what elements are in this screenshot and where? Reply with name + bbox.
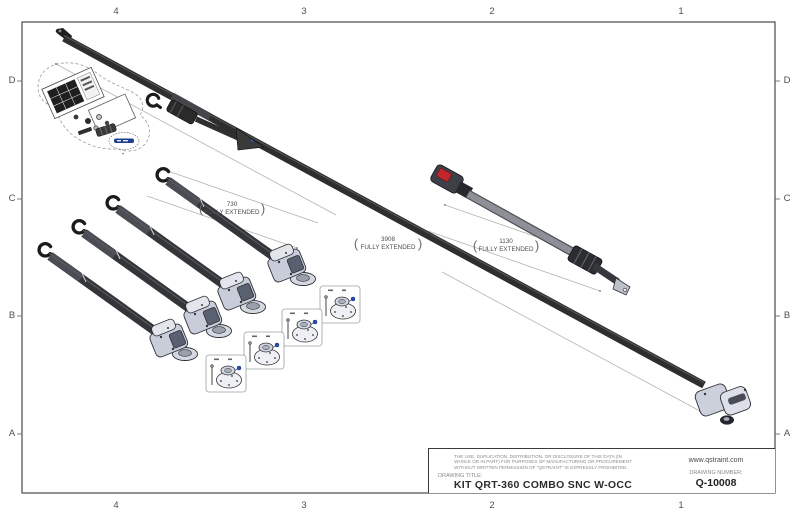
zone-col-bottom-3: 3 <box>301 500 307 511</box>
zone-row-left-b: B <box>8 310 16 321</box>
dim-label-1130: ( 1130 FULLY EXTENDED ) <box>473 238 539 253</box>
zone-ticks <box>17 80 780 435</box>
svg-text:): ) <box>418 236 422 251</box>
drawing-number-label: DRAWING NUMBER: <box>689 470 743 476</box>
zone-row-right-c: C <box>783 193 791 204</box>
svg-text:1130: 1130 <box>499 238 513 245</box>
zone-col-top-1: 1 <box>678 6 684 17</box>
zone-row-left-a: A <box>8 428 16 439</box>
zone-col-bottom-2: 2 <box>489 500 495 511</box>
buckle-release-button <box>436 168 452 182</box>
zone-col-bottom-4: 4 <box>113 500 119 511</box>
anchor-detail-box-4 <box>205 354 247 393</box>
main-retractor <box>694 383 752 425</box>
main-strap-assembly <box>55 28 752 425</box>
zone-row-left-d: D <box>8 75 16 86</box>
anchor-detail-box-2 <box>281 308 323 347</box>
belt-end-fitting <box>612 277 631 296</box>
title-block-right: www.qstraint.com DRAWING NUMBER: Q-10008 <box>657 449 775 493</box>
title-block: THE USE, DUPLICATION, DISTRIBUTION, OR D… <box>428 448 775 493</box>
shoulder-branch <box>145 92 265 151</box>
dim-label-3908: ( 3908 FULLY EXTENDED ) <box>354 236 422 251</box>
website-text: www.qstraint.com <box>688 457 744 464</box>
anchor-detail-box-3 <box>243 331 285 370</box>
drawing-title-label: DRAWING TITLE: <box>438 472 483 479</box>
svg-text:FULLY EXTENDED: FULLY EXTENDED <box>478 246 534 253</box>
svg-text:(: ( <box>473 238 478 253</box>
svg-text:730: 730 <box>227 201 238 208</box>
zone-row-left-c: C <box>8 193 16 204</box>
zone-col-top-2: 2 <box>489 6 495 17</box>
zone-row-right-a: A <box>783 428 791 439</box>
svg-text:(: ( <box>354 236 359 251</box>
oval-product-label <box>108 132 140 155</box>
instruction-label <box>41 66 105 120</box>
hardware-detail-bubble <box>37 62 150 155</box>
svg-text:(: ( <box>199 201 204 216</box>
drawing-number: Q-10008 <box>695 477 737 489</box>
drawing-frame <box>21 21 776 494</box>
strap-junction-fitting <box>235 127 265 151</box>
tiedown-strap-1 <box>156 168 315 286</box>
svg-text:): ) <box>535 238 539 253</box>
title-block-left: THE USE, DUPLICATION, DISTRIBUTION, OR D… <box>429 449 657 493</box>
zone-row-right-d: D <box>783 75 791 86</box>
zone-col-top-4: 4 <box>113 6 119 17</box>
legal-notice: THE USE, DUPLICATION, DISTRIBUTION, OR D… <box>454 454 632 470</box>
occupant-belt-assembly <box>430 164 631 296</box>
svg-text:3908: 3908 <box>381 236 396 243</box>
zone-col-bottom-1: 1 <box>678 500 684 511</box>
legal-line-2: WHOLE OR IN PART) FOR PURPOSES OF MANUFA… <box>454 459 632 465</box>
svg-text:FULLY EXTENDED: FULLY EXTENDED <box>204 209 260 216</box>
drawing-title: KIT QRT-360 COMBO SNC W-OCC <box>453 478 633 491</box>
blank-label <box>87 93 137 135</box>
svg-text:): ) <box>261 201 265 216</box>
dim-label-730: ( 730 FULLY EXTENDED ) <box>199 201 265 216</box>
legal-line-3: WITHOUT WRITTEN PERMISSION OF "QSTRAINT"… <box>454 464 628 470</box>
zone-row-right-b: B <box>783 310 791 321</box>
svg-text:FULLY EXTENDED: FULLY EXTENDED <box>360 244 416 251</box>
legal-line-1: THE USE, DUPLICATION, DISTRIBUTION, OR D… <box>454 454 622 459</box>
zone-col-top-3: 3 <box>301 6 307 17</box>
anchor-detail-box-1 <box>319 285 361 324</box>
